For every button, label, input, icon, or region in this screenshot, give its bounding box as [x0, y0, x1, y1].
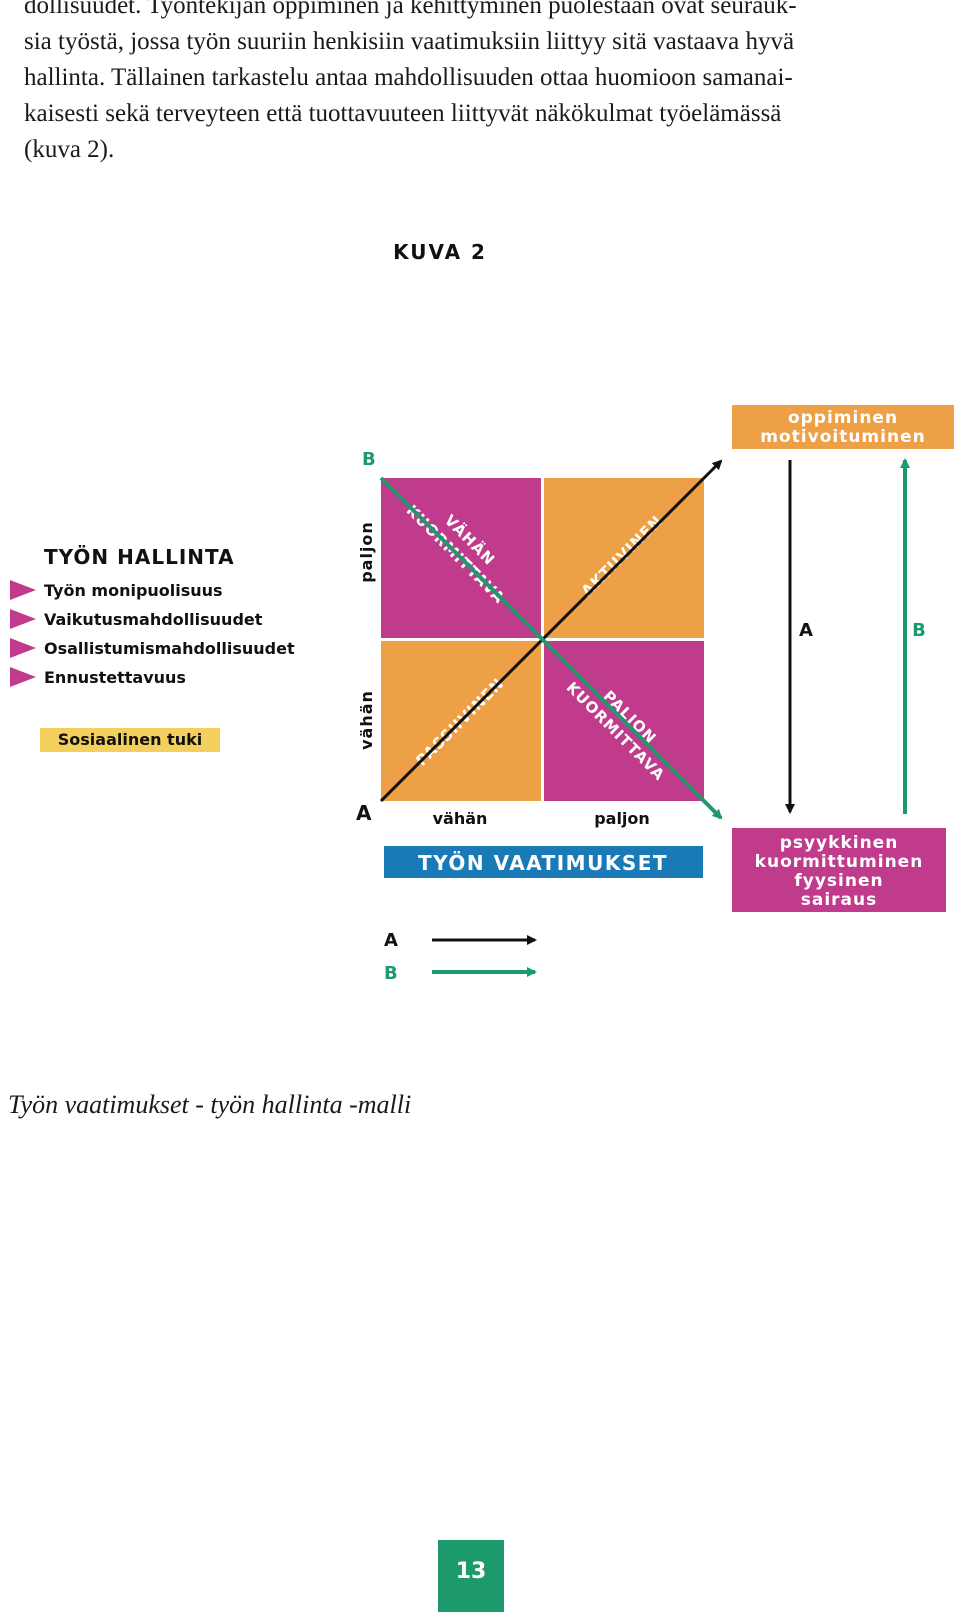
- legend-b-label: B: [384, 963, 398, 984]
- factor-item: Ennustettavuus: [10, 665, 186, 689]
- factor-label: Ennustettavuus: [44, 667, 186, 687]
- paragraph-line: hallinta. Tällainen tarkastelu antaa mah…: [24, 64, 793, 91]
- outcome-bottom-text: kuormittuminen: [755, 852, 924, 872]
- x-axis-high-label: paljon: [594, 809, 650, 828]
- x-axis-title-box: [384, 846, 703, 878]
- x-axis-title: TYÖN VAATIMUKSET: [418, 851, 668, 875]
- body-paragraph: dollisuudet. Työntekijän oppiminen ja ke…: [24, 0, 924, 168]
- factor-item: Osallistumismahdollisuudet: [10, 636, 295, 660]
- outcome-top-text: oppiminen: [788, 408, 898, 428]
- y-axis-low-label: vähän: [357, 690, 376, 750]
- factor-item: Työn monipuolisuus: [10, 578, 223, 602]
- corner-label-a: A: [356, 801, 372, 825]
- legend-a-label: A: [384, 930, 398, 951]
- outcome-bottom-box: [732, 828, 946, 912]
- factor-label: Osallistumismahdollisuudet: [44, 638, 295, 658]
- triangle-bullet-icon: [10, 667, 36, 687]
- paragraph-line: (kuva 2).: [24, 136, 115, 163]
- x-axis-low-label: vähän: [433, 809, 488, 828]
- page-number: 13: [438, 1540, 504, 1612]
- y-axis-high-label: paljon: [357, 521, 376, 583]
- outcome-top-text: motivoituminen: [760, 427, 925, 447]
- diagonal-arrow-b: [379, 476, 723, 820]
- triangle-bullet-icon: [10, 638, 36, 658]
- figure-caption: Työn vaatimukset - työn hallinta -malli: [8, 1090, 412, 1119]
- triangle-bullet-icon: [10, 580, 36, 600]
- outcome-top-box: [732, 405, 954, 449]
- outcome-bottom-text: sairaus: [801, 890, 878, 910]
- paragraph-line: kaisesti sekä terveyteen että tuottavuut…: [24, 100, 782, 127]
- factor-label: Vaikutusmahdollisuudet: [44, 609, 263, 629]
- outcome-bottom-text: fyysinen: [794, 871, 883, 891]
- outcome-bottom-text: psyykkinen: [780, 833, 899, 853]
- outcome-arrow-a-label: A: [799, 620, 813, 641]
- outcome-arrow-b-label: B: [912, 620, 926, 641]
- figure-title: KUVA 2: [393, 240, 487, 264]
- diagonal-arrow-a: [379, 459, 723, 803]
- paragraph-line: dollisuudet. Työntekijän oppiminen ja ke…: [24, 0, 797, 19]
- corner-label-b: B: [362, 449, 376, 470]
- paragraph-line: sia työstä, jossa työn suuriin henkisiin…: [24, 28, 795, 55]
- factor-item: Vaikutusmahdollisuudet: [10, 607, 262, 631]
- factor-label: Työn monipuolisuus: [44, 580, 223, 600]
- triangle-bullet-icon: [10, 609, 36, 629]
- social-support-label: Sosiaalinen tuki: [40, 728, 220, 752]
- hallinta-title: TYÖN HALLINTA: [44, 545, 235, 569]
